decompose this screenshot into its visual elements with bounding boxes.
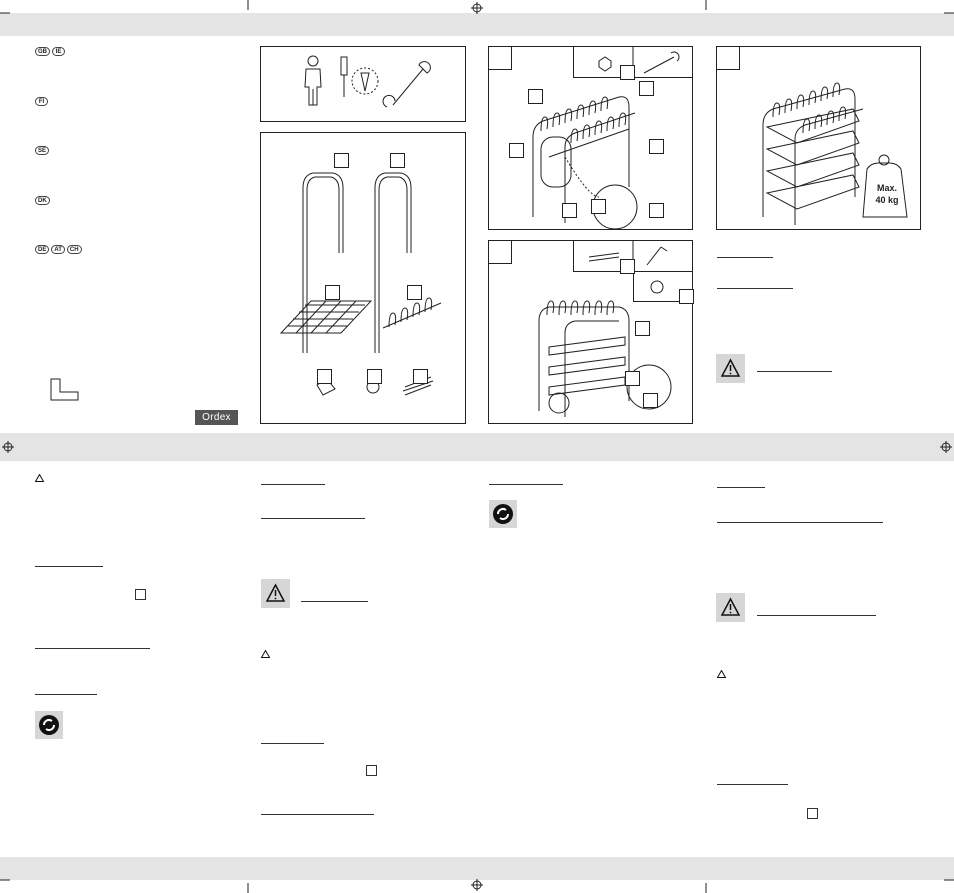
part-number-box xyxy=(509,143,524,158)
warning-icon xyxy=(261,579,290,608)
language-group-se: SE xyxy=(35,146,50,155)
language-code: GB xyxy=(35,47,50,56)
language-code: FI xyxy=(35,97,48,106)
heading-rule xyxy=(301,601,368,602)
warning-icon xyxy=(35,474,44,482)
language-code: DE xyxy=(35,245,50,254)
warning-icon xyxy=(716,354,745,383)
warning-icon xyxy=(717,670,726,678)
part-number-box xyxy=(591,199,606,214)
reference-number-box xyxy=(135,589,146,600)
middle-band xyxy=(0,433,954,461)
max-load-label: Max. xyxy=(876,183,897,193)
part-number-box xyxy=(635,321,650,336)
top-band xyxy=(0,13,954,36)
part-number-box xyxy=(325,285,340,300)
part-number-box xyxy=(620,259,635,274)
language-code: DK xyxy=(35,196,50,205)
warning-icon xyxy=(261,650,270,658)
language-group-fi: FI xyxy=(35,97,48,106)
step-3-panel: Max. 40 kg xyxy=(716,46,921,230)
registration-mark-icon xyxy=(471,2,483,14)
reference-number-box xyxy=(366,765,377,776)
heading-rule xyxy=(489,484,563,485)
part-number-box xyxy=(334,153,349,168)
heading-rule xyxy=(261,518,365,519)
part-number-box xyxy=(413,369,428,384)
heading-rule xyxy=(757,615,876,616)
part-number-box xyxy=(625,371,640,386)
heading-rule xyxy=(35,566,103,567)
language-code: SE xyxy=(35,146,50,155)
step-number-corner xyxy=(489,47,512,70)
fold-mark xyxy=(50,378,79,401)
warning-icon xyxy=(716,593,745,622)
heading-rule xyxy=(261,743,324,744)
step-1-panel xyxy=(488,46,693,230)
language-code: AT xyxy=(51,245,65,254)
heading-rule xyxy=(261,484,325,485)
heading-rule xyxy=(35,648,150,649)
tools-panel xyxy=(260,46,466,122)
bottom-band xyxy=(0,857,954,880)
step-3-illustration xyxy=(762,82,908,225)
heading-rule xyxy=(261,814,374,815)
step-1-illustration xyxy=(532,47,680,230)
part-number-box xyxy=(639,81,654,96)
registration-mark-icon xyxy=(2,441,14,453)
parts-panel xyxy=(260,132,466,424)
tools-illustration xyxy=(304,55,431,108)
registration-mark-icon xyxy=(471,879,483,891)
part-number-box xyxy=(317,369,332,384)
part-number-box xyxy=(649,139,664,154)
part-number-box xyxy=(620,65,635,80)
language-group-gb-ie: GB IE xyxy=(35,47,65,56)
heading-rule xyxy=(717,487,765,488)
part-number-box xyxy=(528,89,543,104)
reference-number-box xyxy=(807,808,818,819)
parts-illustration xyxy=(279,172,442,396)
heading-rule xyxy=(717,288,793,289)
language-code: CH xyxy=(66,245,82,254)
part-number-box xyxy=(679,289,694,304)
green-dot-recycling-icon xyxy=(35,711,63,739)
language-code: IE xyxy=(52,47,65,56)
language-group-de-at-ch: DE AT CH xyxy=(35,245,82,254)
part-number-box xyxy=(390,153,405,168)
part-number-box xyxy=(367,369,382,384)
heading-rule xyxy=(757,371,832,372)
heading-rule xyxy=(717,522,883,523)
step-2-panel xyxy=(488,240,694,424)
heading-rule xyxy=(717,784,788,785)
green-dot-recycling-icon xyxy=(489,500,517,528)
part-number-box xyxy=(407,285,422,300)
step-number-corner xyxy=(489,241,512,264)
max-load-value: 40 kg xyxy=(875,195,899,205)
step-number-corner xyxy=(717,47,740,70)
brand-logo: Ordex xyxy=(195,410,238,425)
part-number-box xyxy=(643,393,658,408)
heading-rule xyxy=(35,694,97,695)
registration-mark-icon xyxy=(940,441,952,453)
heading-rule xyxy=(717,257,773,258)
part-number-box xyxy=(649,203,664,218)
step-2-cap-box xyxy=(633,271,692,302)
language-group-dk: DK xyxy=(35,196,50,205)
part-number-box xyxy=(562,203,577,218)
